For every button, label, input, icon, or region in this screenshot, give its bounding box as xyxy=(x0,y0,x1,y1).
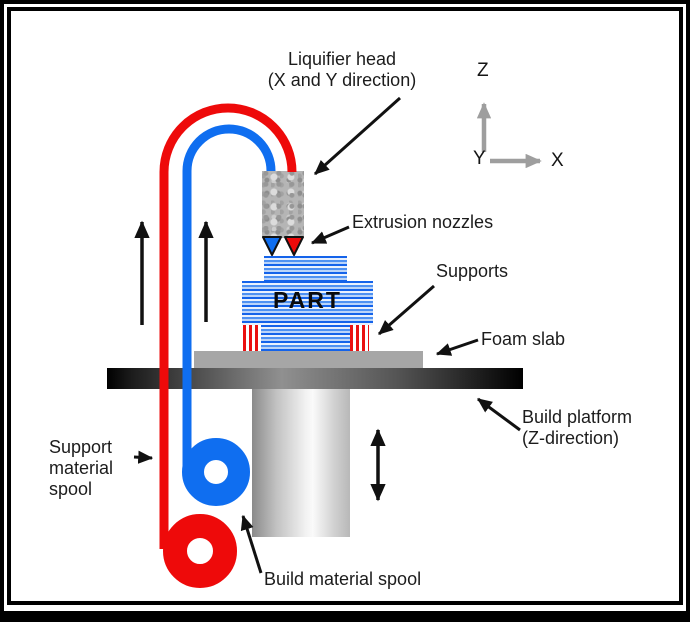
y-axis-label: Y xyxy=(473,148,486,169)
nozzle-support-icon xyxy=(284,236,304,256)
label-support-material-spool-line3: spool xyxy=(49,479,93,499)
label-extrusion-nozzles: Extrusion nozzles xyxy=(352,212,494,232)
label-build-material-spool: Build material spool xyxy=(264,569,422,589)
leader-support-spool xyxy=(133,450,154,464)
leader-extrusion-nozzles xyxy=(310,225,350,245)
build-material-spool xyxy=(182,438,250,506)
liquifier-head xyxy=(262,171,304,238)
part-bottom-tier xyxy=(261,325,350,351)
leader-supports xyxy=(378,284,435,336)
label-liquifier-head: Liquifier head (X and Y direction) xyxy=(238,49,446,91)
part-label: PART xyxy=(273,287,342,313)
label-supports: Supports xyxy=(436,261,509,281)
support-structure-left xyxy=(243,325,261,351)
label-build-platform-line1: Build platform xyxy=(522,407,633,427)
label-liquifier-head-line2: (X and Y direction) xyxy=(267,70,417,90)
x-axis-label: X xyxy=(551,150,564,171)
label-support-material-spool: Support material spool xyxy=(49,437,113,500)
label-foam-slab: Foam slab xyxy=(481,329,566,349)
support-structure-right xyxy=(350,325,369,351)
z-axis-label: Z xyxy=(477,60,489,81)
part-top-tier xyxy=(264,256,347,281)
label-support-material-spool-line1: Support xyxy=(49,437,113,457)
label-support-material-spool-line2: material xyxy=(49,458,114,478)
foam-slab xyxy=(194,351,423,368)
label-liquifier-head-line1: Liquifier head xyxy=(287,49,397,69)
platform-piston xyxy=(252,389,350,537)
label-build-platform-line2: (Z-direction) xyxy=(522,428,620,448)
nozzle-build-icon xyxy=(262,236,282,256)
leader-liquifier-head xyxy=(314,96,401,176)
leader-build-platform xyxy=(477,397,521,432)
build-platform xyxy=(107,368,523,389)
leader-foam-slab xyxy=(435,338,479,356)
label-build-platform: Build platform (Z-direction) xyxy=(522,407,632,449)
support-material-spool xyxy=(163,514,237,588)
